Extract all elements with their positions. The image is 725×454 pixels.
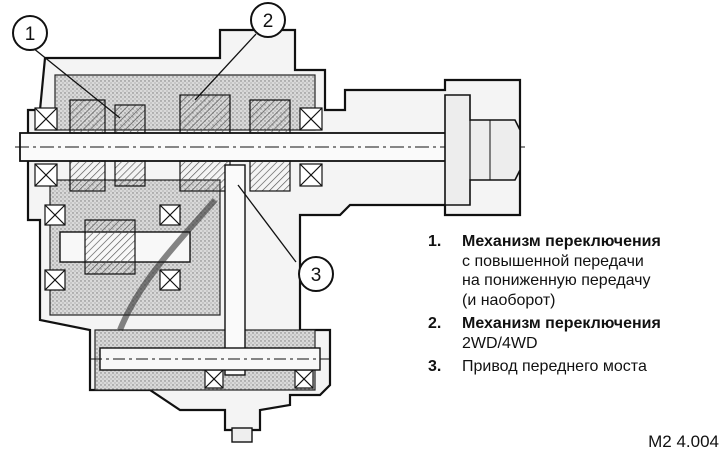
- leader-line-2: [194, 33, 257, 101]
- range-sleeve: [114, 104, 146, 134]
- legend-item-3: 3. Привод переднего моста: [428, 357, 718, 377]
- leader-line-1: [32, 47, 121, 119]
- legend-item-1-number: 1.: [428, 233, 442, 250]
- drive-sprocket: [249, 99, 291, 134]
- callout-3-label: 3: [311, 265, 322, 286]
- legend-item-1-line-1: Механизм переключения: [462, 233, 661, 250]
- legend-item-2-line-2: 2WD/4WD: [462, 334, 538, 352]
- drive-sprocket-lower: [249, 160, 291, 192]
- 4wd-hub: [179, 94, 231, 134]
- legend-item-1-line-4: (и наоборот): [462, 291, 556, 309]
- chain-curve: [117, 198, 218, 332]
- legend-item-3-line-1: Привод переднего моста: [462, 358, 647, 375]
- callout-1-label: 1: [25, 24, 36, 45]
- drain-plug: [231, 427, 253, 443]
- legend-item-1-line-3: на пониженную передачу: [462, 272, 651, 289]
- legend-item-1-text: Механизм переключения с повышенной перед…: [462, 232, 718, 310]
- drive-chain: [224, 164, 246, 376]
- bearings: [34, 107, 323, 389]
- legend: 1. Механизм переключения с повышенной пе…: [428, 232, 718, 381]
- legend-item-2-number: 2.: [428, 315, 442, 332]
- legend-item-2-text: Механизм переключения 2WD/4WD: [462, 314, 718, 353]
- callout-3: 3: [298, 256, 334, 292]
- output-flange: [444, 94, 521, 206]
- callout-1: 1: [12, 15, 48, 51]
- figure-code: M2 4.004: [648, 432, 719, 451]
- callout-2-label: 2: [263, 11, 274, 32]
- input-gear: [69, 99, 106, 134]
- 4wd-hub-lower: [179, 160, 231, 192]
- callout-2: 2: [250, 2, 286, 38]
- legend-item-3-text: Привод переднего моста: [462, 357, 718, 377]
- legend-item-1: 1. Механизм переключения с повышенной пе…: [428, 232, 718, 310]
- leader-line-3: [237, 184, 297, 263]
- legend-item-3-number: 3.: [428, 358, 442, 375]
- legend-item-1-line-2: с повышенной передачи: [462, 252, 644, 270]
- counter-gear: [84, 219, 136, 275]
- legend-item-2-line-1: Механизм переключения: [462, 315, 661, 332]
- legend-item-2: 2. Механизм переключения 2WD/4WD: [428, 314, 718, 353]
- input-gear-lower: [69, 160, 106, 192]
- range-sleeve-lower: [114, 160, 146, 187]
